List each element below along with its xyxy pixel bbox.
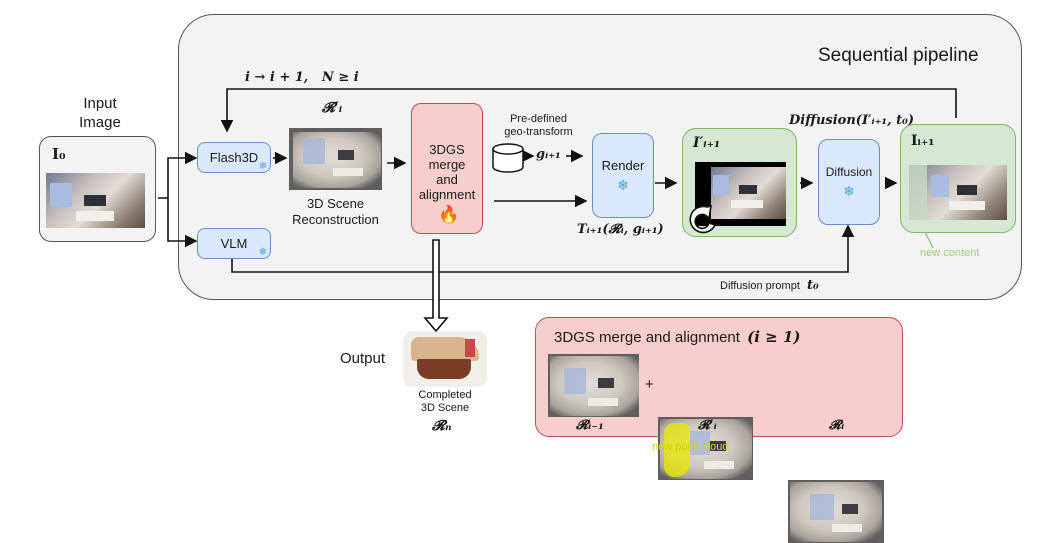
merge-detail-condition: (i ≥ 1) [747,328,801,346]
completed-scene-caption: Completed 3D Scene [400,389,490,415]
render-label: Render [601,157,645,173]
prev-scene-image [548,354,639,417]
new-content-annotation: new content [920,247,980,259]
completed-scene-symbol: 𝓡ₙ [432,418,452,434]
recon-image [289,128,382,190]
merge-line3: and [436,172,458,187]
merge-line1: 3DGS [429,142,465,157]
diffusion-prompt-label: Diffusion prompt t₀ [720,278,819,293]
input-image-card: I₀ [39,136,156,242]
completed-scene-image [405,333,485,385]
arrow-loop-back [220,88,957,133]
merge-label: 3DGS merge and alignment [412,142,482,202]
snowflake-icon: ❄ [617,176,629,193]
geo-caption: Pre-defined geo-transform [496,113,581,139]
diffusion-label: Diffusion [825,164,873,179]
vlm-label: VLM [220,236,248,251]
output-view-symbol: Iᵢ₊₁ [911,133,935,149]
pipeline-title: Sequential pipeline [818,45,979,66]
input-image-title: Input Image [60,94,140,132]
snowflake-icon: ❄ [843,182,855,199]
merged-scene-symbol: 𝓡ᵢ [829,418,845,433]
diffusion-formula: Diffusion(I′ᵢ₊₁, t₀) [789,113,915,128]
merge-detail-title-text: 3DGS merge and alignment [554,329,740,346]
recon-symbol: 𝓡′ᵢ [322,100,343,116]
input-title-line1: Input [83,95,117,112]
input-room-image [46,173,145,228]
arrow-prompt-to-diffusion [231,224,855,273]
geo-caption-line1: Pre-defined [510,113,567,125]
flash3d-node: Flash3D ❄ [197,142,271,173]
snowflake-icon: ❄ [258,247,267,258]
new-scene-symbol: 𝓡′ᵢ [698,418,717,433]
snowflake-icon: ❄ [258,161,267,172]
flash3d-label: Flash3D [209,150,259,165]
completed-caption-line1: Completed [418,389,472,401]
rendered-view-symbol: I′ᵢ₊₁ [693,135,721,151]
render-formula: Tᵢ₊₁(𝓡ᵢ, gᵢ₊₁) [577,222,664,237]
prompt-label-text: Diffusion prompt [720,280,800,292]
merge-node: 3DGS merge and alignment 🔥 [411,103,483,234]
input-title-line2: Image [79,114,121,131]
vlm-node: VLM ❄ [197,228,271,259]
output-view-card: Iᵢ₊₁ [900,124,1016,233]
input-symbol: I₀ [52,145,66,163]
new-point-cloud-annotation: new point cloud [652,441,729,453]
merge-line2: merge [428,157,466,172]
recon-caption: 3D Scene Reconstruction [283,196,388,228]
geo-symbol: gᵢ₊₁ [536,147,561,162]
fire-icon: 🔥 [438,205,460,224]
arrow-input-to-flash3d [158,151,198,199]
completed-caption-line2: 3D Scene [420,402,470,414]
recon-caption-line1: 3D Scene [306,196,365,211]
diffusion-node: Diffusion ❄ [818,139,880,225]
merge-line4: alignment [418,187,476,202]
rendered-view-card: I′ᵢ₊₁ [682,128,797,237]
output-view-image [909,165,1007,220]
merged-scene-image [788,480,884,543]
new-scene-image [658,417,753,480]
recon-caption-line2: Reconstruction [292,212,379,227]
prompt-symbol: t₀ [806,278,819,293]
prev-scene-symbol: 𝓡ᵢ₋₁ [576,418,604,433]
arrow-merge-to-output [423,239,449,333]
render-node: Render ❄ [592,133,654,218]
merge-detail-panel: 3DGS merge and alignment (i ≥ 1) 𝓡ᵢ₋₁ + … [535,317,903,543]
arrow-input-to-vlm [167,198,198,248]
database-icon [492,143,524,173]
plus-sign: + [645,376,654,393]
geo-caption-line2: geo-transform [504,126,573,138]
rotate-arrow-icon [689,204,717,234]
rendered-view-image [711,167,786,219]
loop-label: i → i + 1, N ≥ i [245,70,359,85]
merge-detail-title: 3DGS merge and alignment (i ≥ 1) [554,328,800,346]
output-label: Output [340,350,386,367]
